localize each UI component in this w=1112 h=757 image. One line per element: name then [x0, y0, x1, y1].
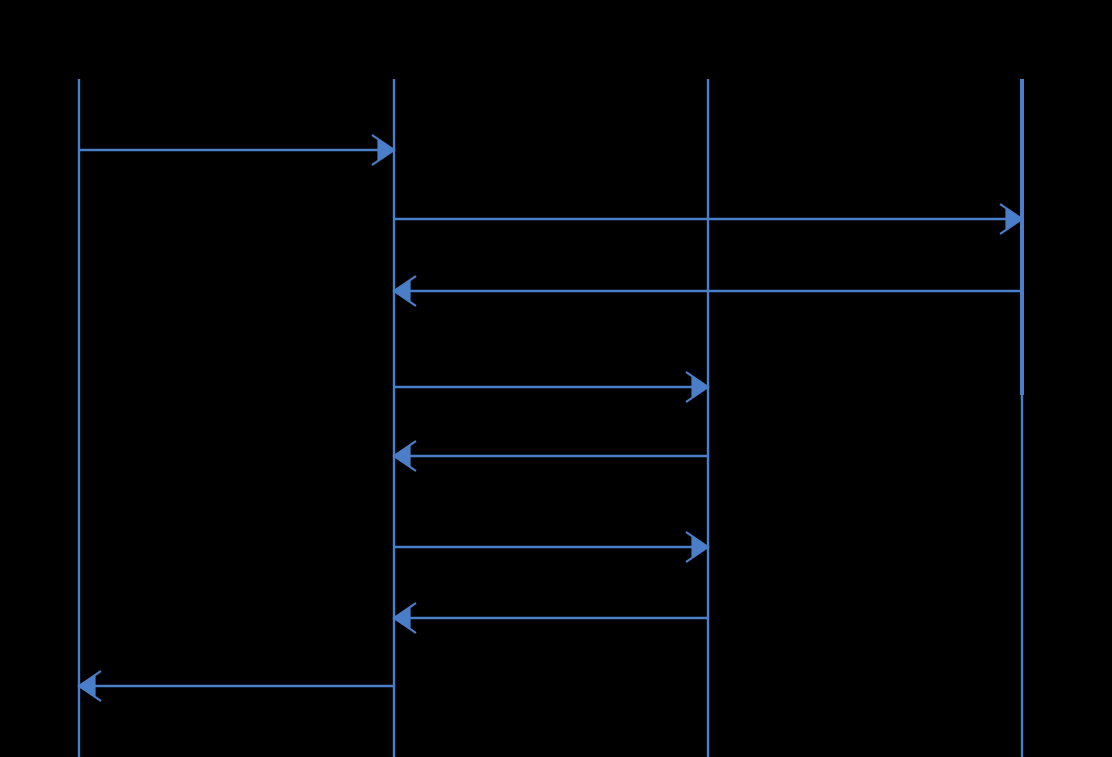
- arrowhead-barbs: [77, 670, 102, 702]
- arrowhead-barbs: [392, 440, 417, 472]
- message-6[interactable]: [394, 531, 710, 563]
- messages-group: [77, 134, 1024, 702]
- arrowhead-fill: [377, 137, 396, 163]
- arrowhead: [685, 371, 710, 403]
- arrowhead-fill: [392, 278, 411, 304]
- message-1[interactable]: [79, 134, 396, 166]
- arrowhead-barbs: [392, 602, 417, 634]
- arrowhead-fill: [392, 443, 411, 469]
- message-8[interactable]: [77, 670, 394, 702]
- arrowhead-fill: [691, 374, 710, 400]
- arrowhead-barbs: [371, 134, 396, 166]
- message-3[interactable]: [392, 275, 1022, 307]
- arrowhead-barbs: [999, 203, 1024, 235]
- message-4[interactable]: [394, 371, 710, 403]
- arrowhead-barbs: [685, 531, 710, 563]
- lifelines-group: [77, 79, 1024, 757]
- message-2[interactable]: [394, 203, 1024, 235]
- arrowhead: [392, 602, 417, 634]
- message-5[interactable]: [392, 440, 708, 472]
- arrowhead: [392, 275, 417, 307]
- arrowhead: [392, 440, 417, 472]
- arrowhead-fill: [77, 673, 96, 699]
- arrowhead: [999, 203, 1024, 235]
- arrowhead: [77, 670, 102, 702]
- arrowhead-fill: [1005, 206, 1024, 232]
- arrowhead: [371, 134, 396, 166]
- arrowhead: [685, 531, 710, 563]
- arrowhead-fill: [392, 605, 411, 631]
- message-7[interactable]: [392, 602, 708, 634]
- arrowhead-barbs: [685, 371, 710, 403]
- arrowhead-barbs: [392, 275, 417, 307]
- arrowhead-fill: [691, 534, 710, 560]
